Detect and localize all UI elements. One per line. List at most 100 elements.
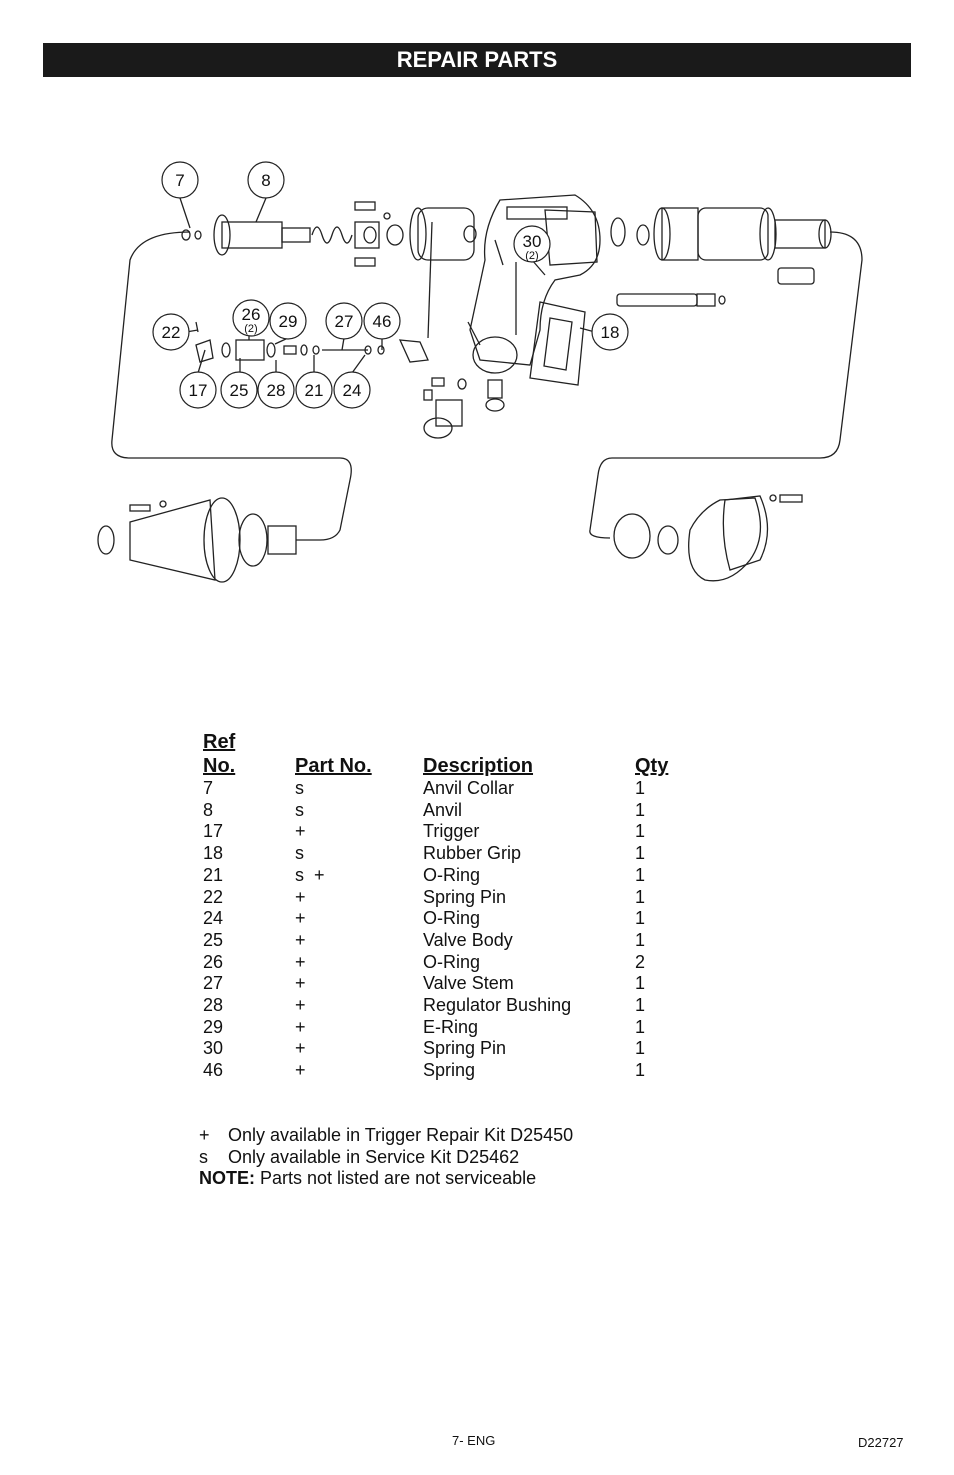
page-number: 7- ENG (452, 1433, 496, 1448)
cell-ref: 18 (203, 843, 224, 864)
cell-qty: 1 (635, 929, 646, 950)
table-row: 18 s Rubber Grip 1 (203, 843, 695, 865)
callout-26-label: 26 (242, 305, 261, 324)
cell-part-no: + (295, 886, 306, 907)
cell-qty: 1 (635, 864, 646, 885)
cell-ref: 30 (203, 1038, 224, 1059)
cell-ref: 21 (203, 864, 224, 885)
cell-description: Rubber Grip (423, 843, 522, 864)
cell-ref: 26 (203, 951, 224, 972)
table-row: 24 + O-Ring 1 (203, 908, 695, 930)
callout-24-label: 24 (343, 381, 362, 400)
callout-17-label: 17 (189, 381, 208, 400)
cell-description: Spring Pin (423, 1038, 507, 1059)
callout-28 (257, 371, 295, 409)
cell-qty: 1 (635, 1038, 646, 1059)
cell-part-no: + (295, 1060, 306, 1081)
legend-plus: +Only available in Trigger Repair Kit D2… (199, 1125, 574, 1145)
cell-part-no: + (295, 995, 306, 1016)
callout-18-label: 18 (601, 323, 620, 342)
cell-ref: 46 (203, 1060, 224, 1081)
cell-part-no: + (295, 1016, 306, 1037)
table-row: 7 s Anvil Collar 1 (203, 778, 695, 800)
cell-qty: 1 (635, 1060, 646, 1081)
callout-8 (247, 161, 285, 199)
cell-qty: 1 (635, 973, 646, 994)
callout-25 (220, 371, 258, 409)
callout-21-label: 21 (305, 381, 324, 400)
callout-26 (232, 299, 270, 337)
cell-part-no: + (295, 951, 306, 972)
cell-ref: 28 (203, 995, 224, 1016)
cell-qty: 1 (635, 1016, 646, 1037)
cell-description: Anvil Collar (423, 778, 515, 798)
cell-description: Valve Stem (423, 973, 514, 994)
page-title: REPAIR PARTS (43, 43, 911, 77)
callout-18 (591, 313, 629, 351)
cell-ref: 29 (203, 1016, 224, 1037)
callout-46 (363, 302, 401, 340)
cell-part-no: + (295, 1038, 306, 1059)
cell-ref: 7 (203, 778, 214, 798)
cell-description: O-Ring (423, 951, 481, 972)
callout-27 (325, 302, 363, 340)
callout-7-label: 7 (175, 171, 184, 190)
cell-qty: 1 (635, 843, 646, 864)
header-qty: Qty (635, 755, 669, 777)
cell-ref: 8 (203, 799, 214, 820)
cell-part-no: + (295, 973, 306, 994)
callout-24 (333, 371, 371, 409)
connector-line-right (589, 231, 863, 539)
callout-26-qty: (2) (244, 323, 257, 335)
cell-description: E-Ring (423, 1016, 479, 1037)
table-row: 29 + E-Ring 1 (203, 1017, 695, 1039)
cell-part-no: + (295, 821, 306, 842)
cell-description: O-Ring (423, 864, 481, 885)
header-description: Description (423, 755, 534, 777)
callout-22-label: 22 (162, 323, 181, 342)
cell-qty: 1 (635, 778, 646, 798)
callout-21 (295, 371, 333, 409)
legend: +Only available in Trigger Repair Kit D2… (199, 1125, 573, 1190)
cell-qty: 1 (635, 886, 646, 907)
cell-qty: 1 (635, 799, 646, 820)
cell-part-no: + (295, 929, 306, 950)
cell-description: Valve Body (423, 929, 513, 950)
callout-22 (152, 313, 190, 351)
cell-description: Anvil (423, 799, 463, 820)
header-part-no: Part No. (295, 755, 372, 777)
exploded-parts-diagram: 7 8 30 (2) 22 26 (2) 29 27 46 18 17 25 2… (97, 161, 863, 583)
cell-part-no: + (295, 908, 306, 929)
callout-28-label: 28 (267, 381, 286, 400)
callout-30-qty: (2) (525, 250, 538, 262)
callout-17 (179, 371, 217, 409)
cell-description: Spring Pin (423, 886, 507, 907)
cell-description: O-Ring (423, 908, 481, 929)
table-row: 8 s Anvil 1 (203, 800, 695, 822)
cell-qty: 1 (635, 908, 646, 929)
cell-qty: 1 (635, 995, 646, 1016)
cell-description: Trigger (423, 821, 480, 842)
cell-qty: 1 (635, 821, 646, 842)
cell-part-no: s (295, 843, 304, 864)
cell-ref: 24 (203, 908, 224, 929)
callout-30 (513, 225, 551, 263)
cell-part-no: s (295, 799, 304, 820)
cell-part-no: s (295, 778, 304, 798)
document-code: D22727 (858, 1435, 904, 1450)
table-row: 30 + Spring Pin 1 (203, 1038, 695, 1060)
callout-7 (161, 161, 199, 199)
callout-46-label: 46 (373, 312, 392, 331)
